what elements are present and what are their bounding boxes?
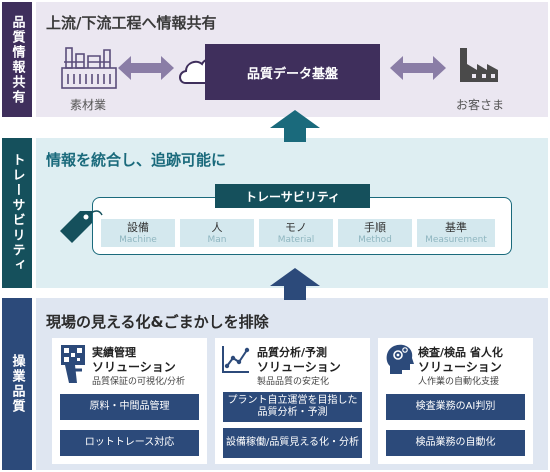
- factory-icon: [61, 47, 117, 89]
- solution-item[interactable]: ロットトレース対応: [60, 430, 199, 456]
- heading-traceability: 情報を統合し、追跡可能に: [46, 151, 227, 169]
- category-en: Measurement: [425, 235, 487, 245]
- up-arrow-icon: [270, 110, 320, 142]
- category-en: Man: [207, 235, 227, 245]
- quality-data-platform: 品質データ基盤: [205, 44, 380, 100]
- category-measurement: 基準 Measurement: [417, 219, 495, 247]
- double-arrow-icon: [390, 56, 446, 80]
- solution-description: 製品品質の安定化: [257, 377, 330, 387]
- solution-subtitle: ソリューション: [92, 360, 176, 374]
- solution-title: 検査/検品 省人化: [418, 346, 503, 359]
- category-jp: モノ: [285, 221, 307, 234]
- category-en: Method: [358, 235, 392, 245]
- solution-subtitle: ソリューション: [418, 360, 502, 374]
- category-man: 人 Man: [180, 219, 254, 247]
- double-arrow-icon: [118, 56, 174, 80]
- up-arrow-icon: [270, 268, 320, 300]
- customer-label: お客さま: [456, 98, 505, 112]
- solution-item[interactable]: 原料・中間品管理: [60, 394, 199, 420]
- category-jp: 人: [211, 221, 223, 234]
- solution-item[interactable]: プラント自立運営を目指した品質分析・予測: [223, 392, 362, 422]
- customer-factory-icon: [460, 48, 498, 82]
- solution-card-analysis: 品質分析/予測 ソリューション 製品品質の安定化 プラント自立運営を目指した品質…: [215, 338, 370, 464]
- category-machine: 設備 Machine: [101, 219, 175, 247]
- solution-title: 実績管理: [92, 346, 136, 359]
- side-label-operation-quality: 操業品質: [2, 298, 32, 470]
- tag-icon: [60, 210, 103, 243]
- category-en: Material: [277, 235, 315, 245]
- solution-card-results: 実績管理 ソリューション 品質保証の可視化/分析 原料・中間品管理 ロットトレー…: [52, 338, 207, 464]
- solution-item[interactable]: 検品業務の自動化: [386, 430, 525, 456]
- category-method: 手順 Method: [338, 219, 412, 247]
- supplier-label: 素材業: [70, 98, 107, 112]
- solution-description: 人作業の自動化支援: [418, 377, 500, 387]
- solution-title: 品質分析/予測: [257, 346, 328, 359]
- solution-subtitle: ソリューション: [257, 360, 341, 374]
- solution-item[interactable]: 設備稼働/品質見える化・分析: [223, 428, 362, 458]
- ai-head-icon: [386, 344, 414, 374]
- category-material: モノ Material: [259, 219, 333, 247]
- solution-item[interactable]: 検査業務のAI判別: [386, 394, 525, 420]
- line-chart-icon: [222, 346, 250, 373]
- side-label-traceability: トレーサビリティ: [2, 138, 32, 288]
- solution-description: 品質保証の可視化/分析: [92, 377, 186, 387]
- category-jp: 手順: [364, 221, 386, 234]
- side-label-quality-info: 品質情報共有: [2, 2, 32, 117]
- barcode-scanner-icon: [61, 345, 85, 383]
- category-jp: 基準: [445, 221, 467, 234]
- category-en: Machine: [119, 235, 157, 245]
- heading-visibility: 現場の見える化&ごまかしを排除: [46, 313, 269, 331]
- category-jp: 設備: [127, 221, 149, 234]
- heading-info-sharing: 上流/下流工程へ情報共有: [46, 14, 217, 32]
- solution-card-inspection: 検査/検品 省人化 ソリューション 人作業の自動化支援 検査業務のAI判別 検品…: [378, 338, 533, 464]
- traceability-title: トレーサビリティ: [215, 184, 370, 208]
